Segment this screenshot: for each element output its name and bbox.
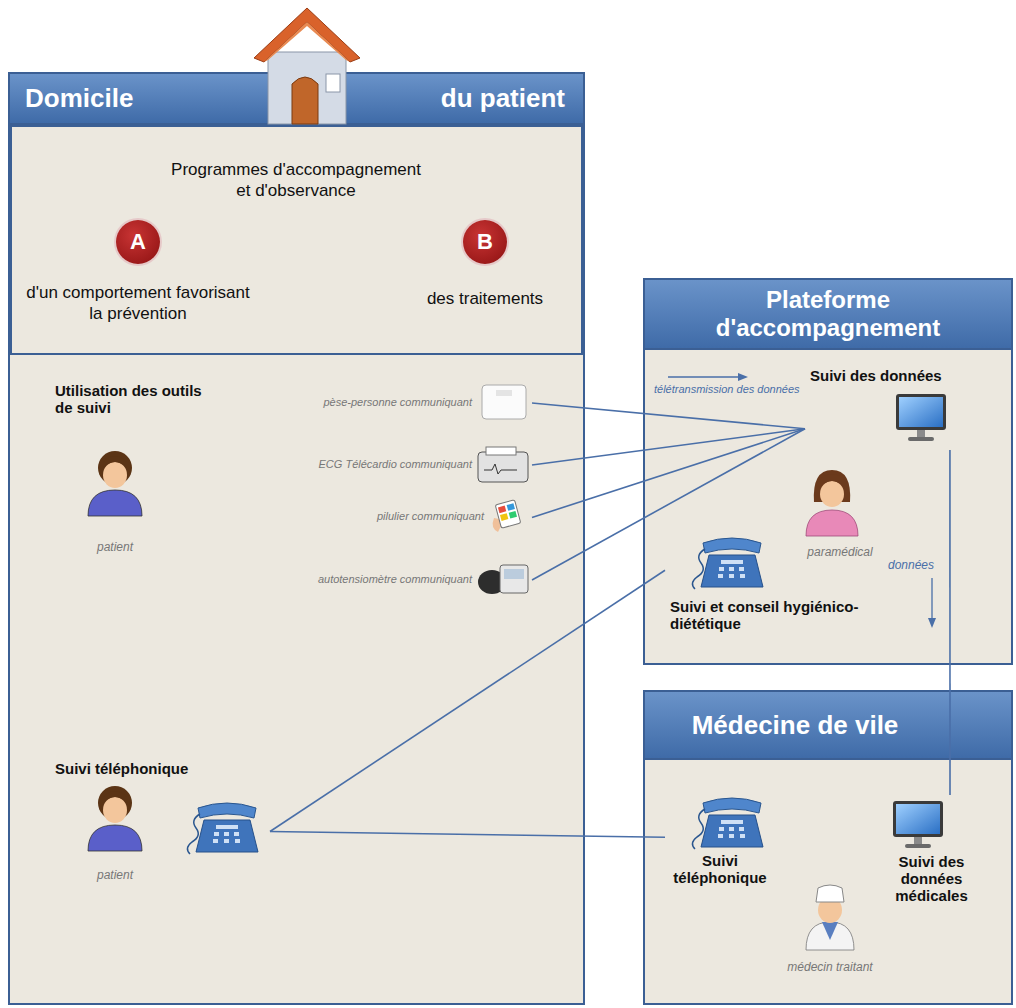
- paramedic-figure: [806, 470, 858, 536]
- panel: Plateforme d'accompagnementSuivi des don…: [643, 278, 1013, 665]
- letter-caption: d'un comportement favorisant la préventi…: [20, 282, 256, 324]
- node-label: Suivi téléphonique: [55, 760, 255, 777]
- monitor-node: Suivi des données médicales: [878, 795, 985, 920]
- connector: [532, 429, 805, 465]
- panel-title: du patient: [388, 82, 565, 114]
- section-title: Programmes d'accompagnement et d'observa…: [166, 159, 426, 201]
- phone-node: Suivi téléphonique patient: [55, 760, 270, 890]
- edge-label: données: [872, 558, 934, 572]
- device-label: ECG Télécardio communiquant: [240, 458, 472, 471]
- connector: [270, 570, 665, 831]
- letter-node: Ad'un comportement favorisant la prévent…: [20, 220, 256, 345]
- flow-arrow: [668, 373, 936, 628]
- phone-icon: [692, 538, 763, 589]
- panel-title: Médecine de vile: [650, 709, 940, 741]
- device-label: pèse-personne communiquant: [240, 396, 472, 409]
- link-label: télétransmission des données: [652, 383, 802, 396]
- phone-icon: [187, 803, 258, 854]
- node-label: Suivi et conseil hygiénico-diététique: [670, 598, 870, 632]
- role-label: patient: [85, 868, 145, 882]
- panel: Domicile du patientProgrammes d'accompagn…: [8, 72, 585, 1005]
- scale-icon: [482, 385, 526, 419]
- connector: [949, 450, 951, 795]
- device-label: pilulier communiquant: [240, 510, 484, 523]
- section-box: Programmes d'accompagnement et d'observa…: [10, 127, 583, 353]
- monitor-icon: [896, 394, 946, 441]
- node-label: Suivi des données médicales: [878, 853, 985, 904]
- role-label: patient: [85, 540, 145, 554]
- panel: Médecine de vileSuivi téléphonique Suivi …: [643, 690, 1013, 1005]
- device-label: autotensiomètre communiquant: [240, 573, 472, 586]
- monitor-icon: [893, 801, 943, 848]
- role-label: médecin traitant: [760, 960, 900, 974]
- panel-title: Plateforme d'accompagnement: [663, 286, 993, 342]
- caption: Utilisation des outils de suivi: [55, 382, 205, 416]
- phone-node: Suivi téléphonique: [665, 790, 780, 895]
- device-node: pèse-personne communiquant: [240, 385, 532, 421]
- patient-figure: [88, 451, 142, 516]
- ecg-icon: [478, 447, 528, 482]
- phone-icon: [692, 798, 763, 849]
- connector: [532, 429, 805, 580]
- connector: [532, 403, 805, 429]
- patient-figure: [88, 786, 142, 851]
- letter-caption: des traitements: [390, 288, 580, 309]
- monitor-node: Suivi des données: [805, 365, 960, 450]
- node-label: Suivi des données: [810, 367, 955, 384]
- device-node: pilulier communiquant: [240, 500, 532, 535]
- letter-circle: B: [463, 220, 507, 264]
- role-label: paramédical: [795, 545, 885, 559]
- device-node: ECG Télécardio communiquant: [240, 445, 532, 485]
- blood-pressure-icon: [478, 565, 528, 594]
- letter-circle: A: [116, 220, 160, 264]
- pill-box-icon: [493, 500, 521, 532]
- letter-node: Bdes traitements: [390, 220, 580, 345]
- doctor-figure: [806, 885, 854, 950]
- house-icon: [254, 8, 360, 124]
- panel-title: Domicile: [25, 82, 133, 114]
- device-node: autotensiomètre communiquant: [240, 560, 532, 600]
- connector: [270, 832, 665, 838]
- node-label: Suivi téléphonique: [665, 852, 775, 886]
